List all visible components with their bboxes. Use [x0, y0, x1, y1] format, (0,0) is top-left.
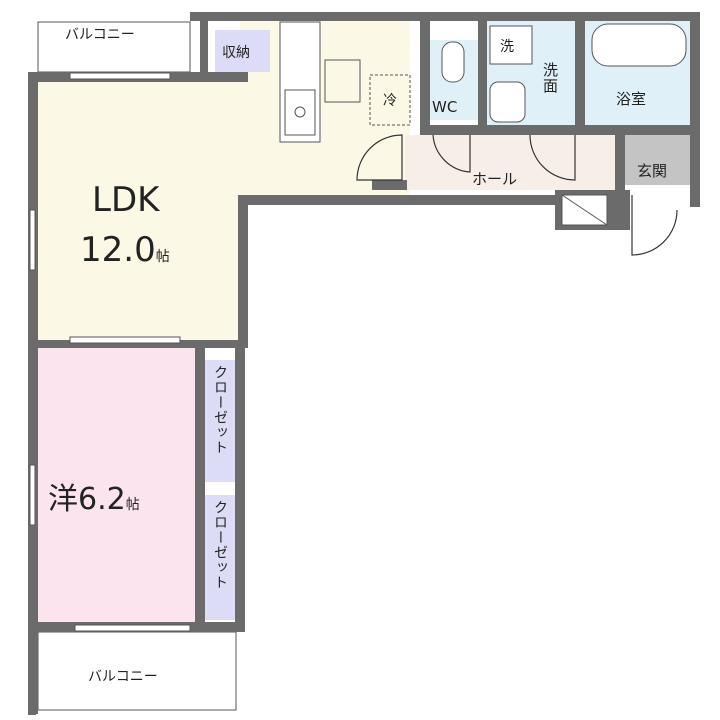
hall-floor: [405, 135, 615, 190]
ldk-unit: 帖: [155, 249, 170, 265]
western-room-label: 洋6.2帖: [48, 474, 140, 518]
storage-floor: [215, 30, 270, 72]
closet-1-label: クローゼット: [212, 365, 228, 455]
wash-basin: [489, 81, 526, 123]
western-size: 6.2: [78, 482, 126, 517]
washer-label: 洗: [500, 39, 514, 55]
storage-label: 収納: [222, 45, 250, 61]
ldk-label: LDK: [92, 180, 160, 220]
ldk-floor: [38, 82, 240, 342]
fridge-label: 冷: [383, 93, 397, 109]
ldk-size: 12.0帖: [80, 230, 170, 270]
balcony-top-label: バルコニー: [65, 27, 135, 43]
balcony-bottom-label: バルコニー: [88, 669, 158, 685]
ldk-size-value: 12.0: [80, 230, 156, 270]
bathtub: [591, 23, 687, 67]
western-name: 洋: [48, 482, 78, 517]
closet-2-label: クローゼット: [212, 500, 228, 590]
bathroom-label: 浴室: [616, 90, 647, 108]
hall-label: ホール: [472, 170, 518, 188]
range-hood: [324, 59, 361, 103]
washer-space: [489, 25, 533, 65]
balcony-top-floor: [37, 21, 191, 73]
washroom-label: 洗面: [541, 62, 559, 94]
western-floor: [38, 345, 196, 625]
fridge-space: [369, 74, 411, 126]
doors: [356, 134, 678, 256]
closet-1-floor: [205, 360, 235, 482]
entrance-label: 玄関: [637, 162, 668, 180]
sink: [284, 89, 316, 136]
western-unit: 帖: [125, 497, 140, 513]
entrance-floor: [625, 135, 690, 185]
closet-2-floor: [205, 495, 235, 620]
wc-label: WC: [432, 98, 458, 116]
toilet: [441, 41, 465, 83]
